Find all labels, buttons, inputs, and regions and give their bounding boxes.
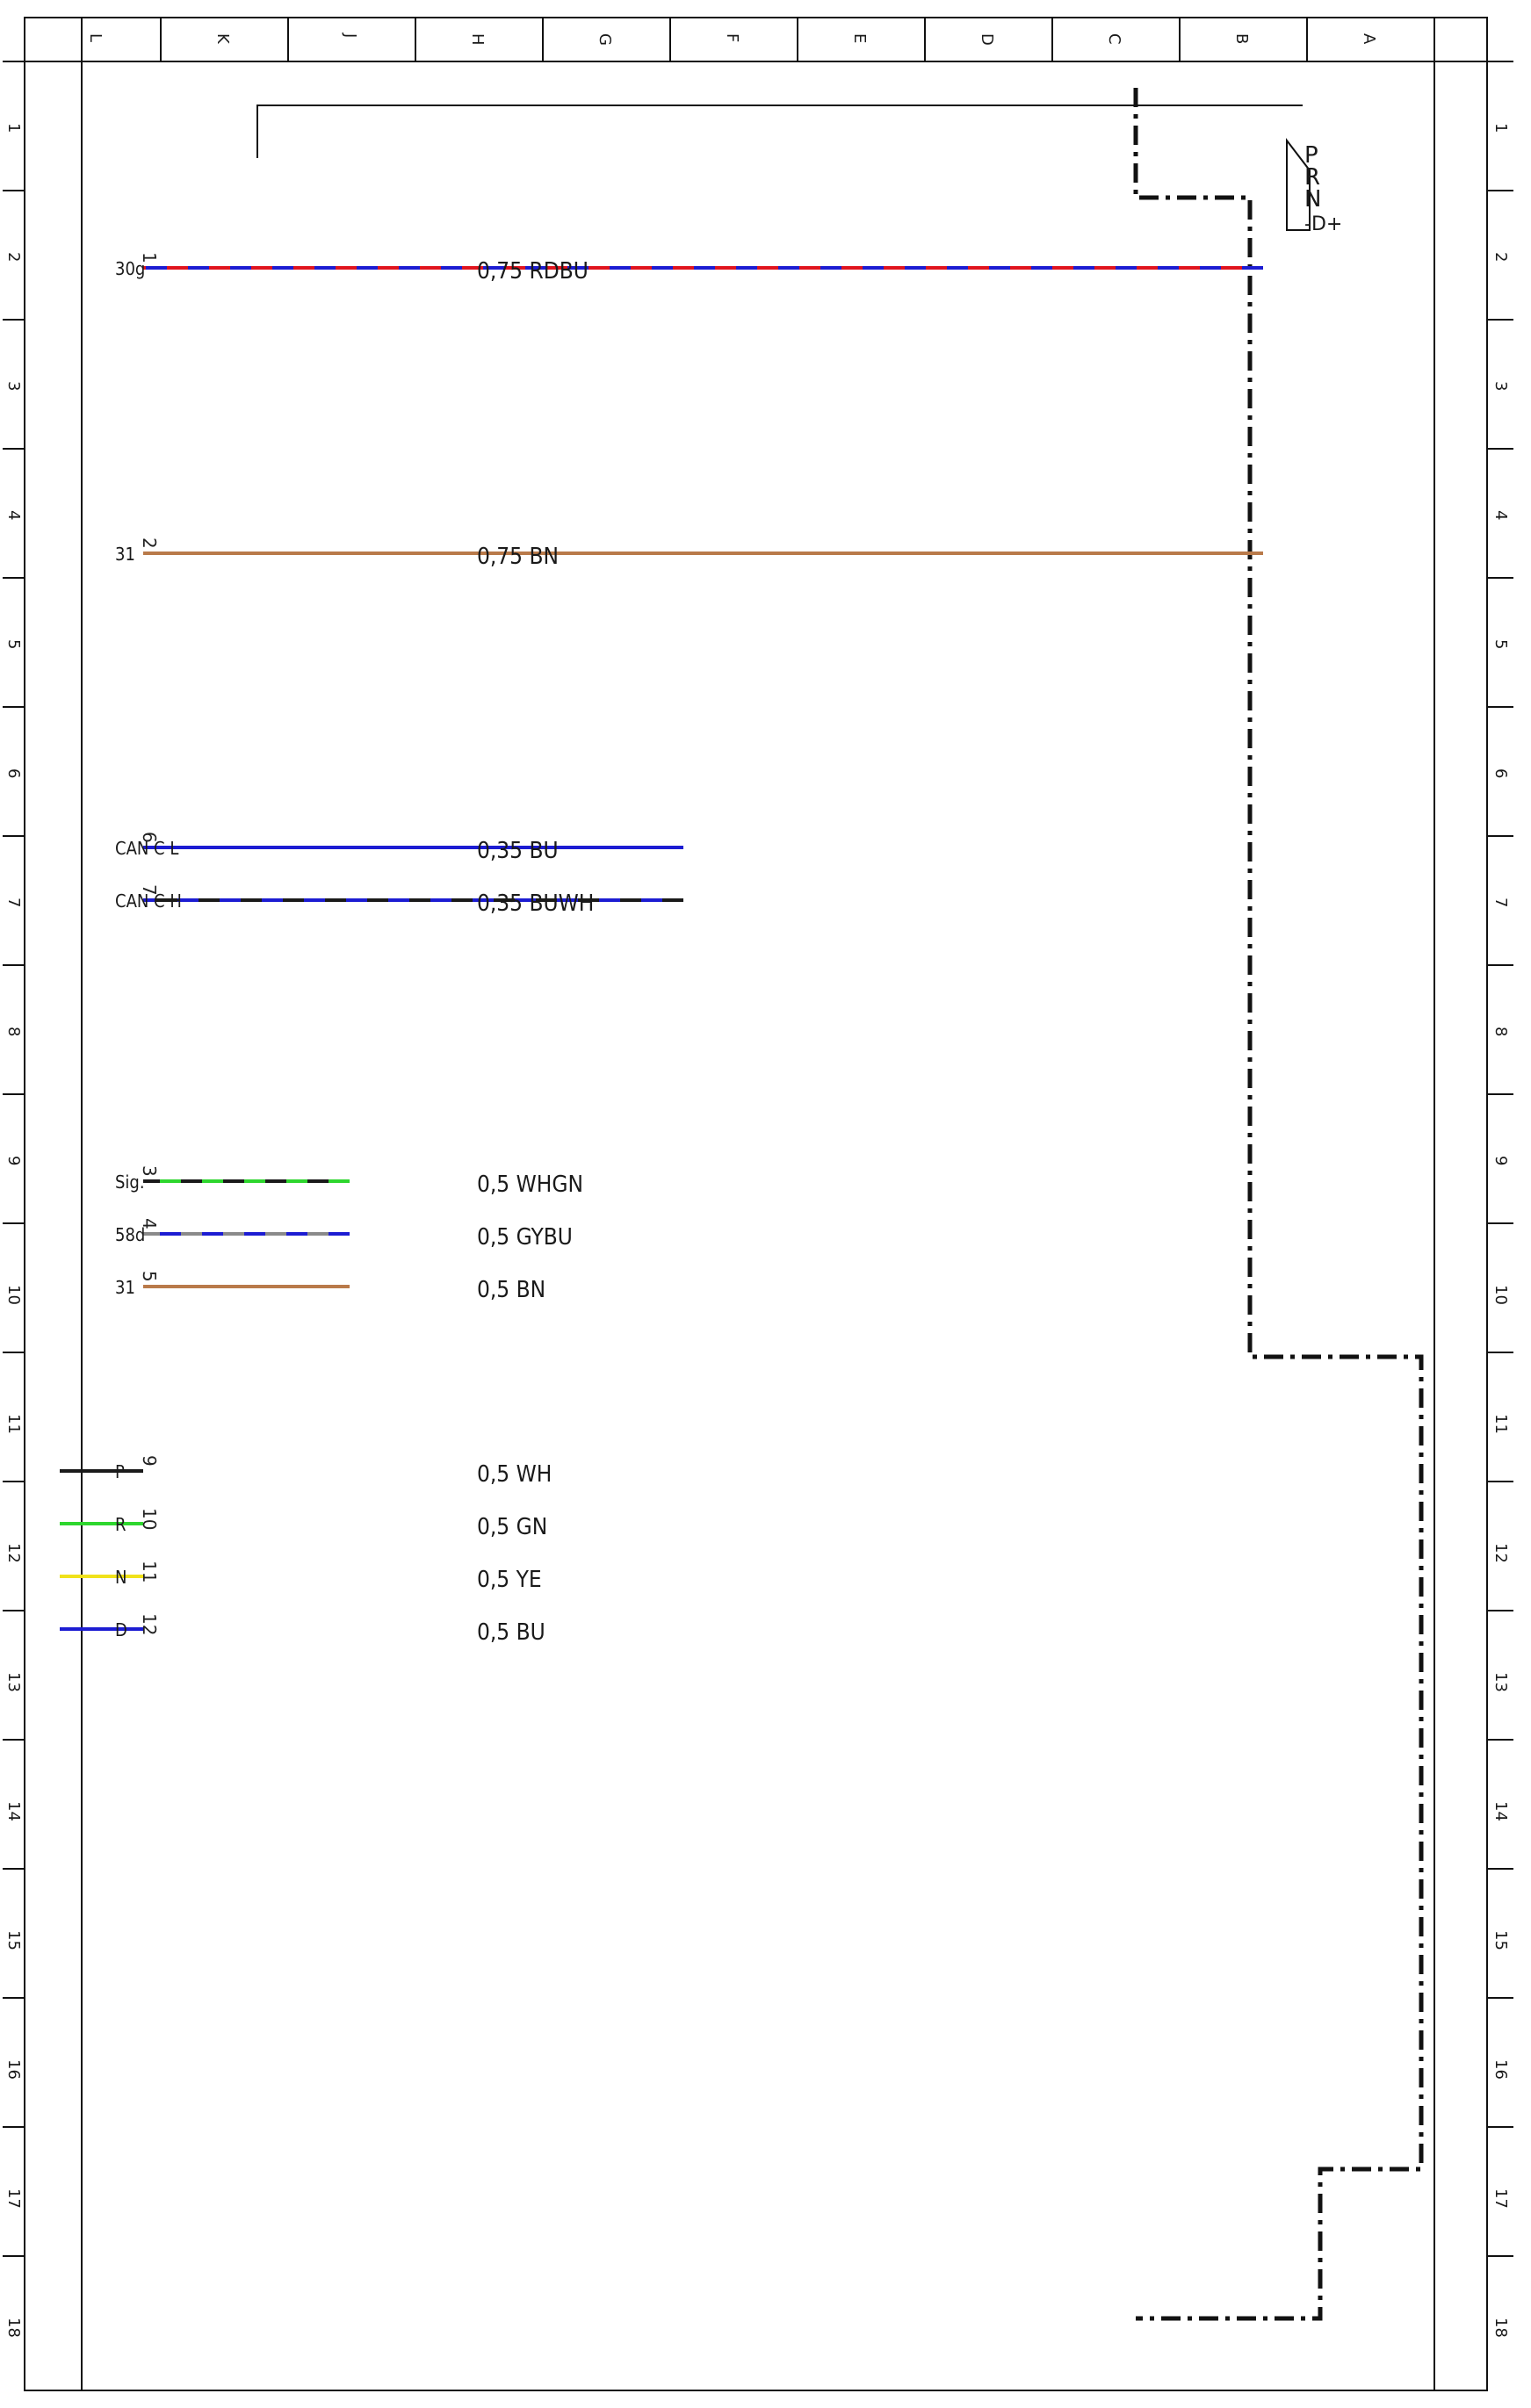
row-number-top: 3 [1491, 381, 1510, 391]
row-number-top: 17 [1491, 2188, 1510, 2209]
row-number-top: 16 [1491, 2059, 1510, 2080]
gear-r: R [1304, 164, 1320, 191]
pin-signal: N [115, 1567, 126, 1588]
gear-n: N [1304, 186, 1321, 213]
row-number-bottom: 18 [4, 2318, 23, 2338]
column-letter: G [596, 33, 614, 46]
wire-label: 0,35 BUWH [477, 890, 594, 917]
column-letter: A [1360, 33, 1378, 45]
pin-number: 1 [139, 252, 160, 263]
row-number-bottom: 1 [4, 123, 23, 133]
row-number-top: 18 [1491, 2318, 1510, 2338]
row-number-bottom: 17 [4, 2188, 23, 2209]
row-number-top: 4 [1491, 510, 1510, 520]
row-number-bottom: 16 [4, 2059, 23, 2080]
pin-signal: Sig. [115, 1172, 145, 1193]
wire-label: 0,75 BN [477, 544, 559, 570]
column-letter: K [213, 33, 232, 45]
row-number-top: 7 [1491, 898, 1510, 907]
row-number-bottom: 15 [4, 1930, 23, 1950]
row-number-bottom: 7 [4, 898, 23, 907]
pin-number: 7 [139, 884, 160, 896]
row-number-bottom: 10 [4, 1285, 23, 1305]
row-number-top: 11 [1491, 1414, 1510, 1434]
column-letter: H [468, 33, 487, 46]
row-number-bottom: 8 [4, 1027, 23, 1036]
row-number-bottom: 9 [4, 1156, 23, 1165]
gear-display: P R N -D+ [1286, 138, 1342, 235]
pin-signal: 31 [115, 1277, 135, 1298]
row-number-top: 10 [1491, 1285, 1510, 1305]
row-number-bottom: 2 [4, 252, 23, 262]
wire-label: 0,5 BN [477, 1277, 545, 1303]
wire-label: 0,5 GYBU [477, 1224, 573, 1251]
pin-number: 10 [139, 1508, 160, 1530]
wire-label: 0,5 WHGN [477, 1172, 583, 1198]
column-letter: F [723, 33, 741, 42]
row-number-bottom: 3 [4, 381, 23, 391]
row-number-top: 5 [1491, 639, 1510, 649]
pin-number: 3 [139, 1165, 160, 1177]
wire-label: 0,75 RDBU [477, 258, 589, 285]
row-number-top: 12 [1491, 1543, 1510, 1563]
column-letter: E [850, 33, 869, 43]
gear-d: -D+ [1304, 213, 1342, 235]
pin-signal: P [115, 1461, 125, 1482]
row-ticks: 1122334455667788991010111112121313141415… [3, 61, 1513, 2338]
pin-signal: R [115, 1514, 126, 1535]
column-letter: C [1105, 33, 1123, 45]
frame-border [24, 17, 1488, 2391]
pin-number: 9 [139, 1455, 160, 1467]
row-number-bottom: 4 [4, 510, 23, 520]
row-number-bottom: 12 [4, 1543, 23, 1563]
pin-signal: CAN C L [115, 838, 178, 859]
row-number-top: 2 [1491, 252, 1510, 262]
row-number-bottom: 13 [4, 1672, 23, 1692]
row-number-bottom: 5 [4, 639, 23, 649]
wire-label: 0,5 GN [477, 1514, 547, 1540]
pin-number: 5 [139, 1271, 160, 1282]
pin-signal: 31 [115, 544, 135, 565]
pin-number: 11 [139, 1561, 160, 1583]
pin-signal: 58d [115, 1224, 145, 1245]
row-number-top: 8 [1491, 1027, 1510, 1036]
column-letter: L [86, 33, 105, 42]
column-letter: D [978, 33, 996, 46]
row-number-top: 14 [1491, 1801, 1510, 1821]
wire-label: 0,5 YE [477, 1567, 542, 1593]
row-number-top: 15 [1491, 1930, 1510, 1950]
connector-housing-n15 [256, 105, 1303, 158]
row-number-bottom: 11 [4, 1414, 23, 1434]
wire-label: 0,5 WH [477, 1461, 552, 1488]
pin-number: 2 [139, 537, 160, 549]
row-number-top: 13 [1491, 1672, 1510, 1692]
pin-signal: CAN C H [115, 890, 182, 912]
pin-number: 6 [139, 832, 160, 843]
gear-p: P [1304, 142, 1318, 169]
pin-signal: D [115, 1619, 127, 1640]
row-number-top: 9 [1491, 1156, 1510, 1165]
pin-number: 4 [139, 1218, 160, 1229]
n15-5-enclosure [1133, 88, 1424, 2321]
row-number-top: 1 [1491, 123, 1510, 133]
wire-label: 0,35 BU [477, 838, 559, 864]
row-number-bottom: 6 [4, 768, 23, 778]
row-number-bottom: 14 [4, 1801, 23, 1821]
column-letter: B [1232, 33, 1251, 44]
row-number-top: 6 [1491, 768, 1510, 778]
column-letter: J [341, 32, 359, 38]
wire-label: 0,5 BU [477, 1619, 545, 1646]
pin-number: 12 [139, 1613, 160, 1635]
pin-signal: 30g [115, 258, 145, 279]
